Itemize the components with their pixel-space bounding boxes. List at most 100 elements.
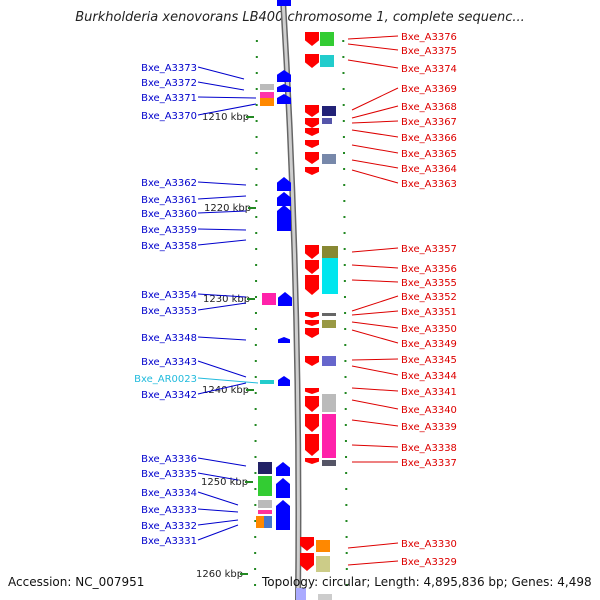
gene-arrow-reverse xyxy=(305,434,319,456)
tick-dot xyxy=(345,456,348,458)
leader-line-left xyxy=(197,195,247,200)
gene-arrow-reverse xyxy=(305,128,319,136)
leader-line-left xyxy=(197,508,239,513)
gene-arrow-forward xyxy=(277,192,291,206)
tick-dot xyxy=(254,584,257,586)
scale-tick xyxy=(247,298,255,300)
tick-dot xyxy=(343,200,346,202)
leader-line-left xyxy=(197,103,257,116)
tick-dot xyxy=(255,152,258,154)
gene-arrow-reverse xyxy=(305,328,319,338)
tick-dot xyxy=(254,568,257,570)
gene-arrow-forward xyxy=(276,462,290,476)
tick-dot xyxy=(254,424,257,426)
leader-line-right xyxy=(347,35,399,40)
gene-label-left: Bxe_A3348 xyxy=(141,333,197,344)
leader-line-right xyxy=(351,310,399,316)
scale-label: 1260 kbp xyxy=(196,569,243,580)
gene-arrow-reverse xyxy=(305,118,319,128)
tick-dot xyxy=(343,248,346,250)
gene-label-right: Bxe_A3365 xyxy=(401,149,457,160)
tick-dot xyxy=(343,232,346,234)
leader-line-left xyxy=(197,472,239,481)
tick-dot xyxy=(255,248,258,250)
tick-dot xyxy=(255,40,258,42)
tick-dot xyxy=(255,216,258,218)
scale-tick xyxy=(246,116,254,118)
tick-dot xyxy=(254,472,257,474)
gene-block xyxy=(258,510,272,514)
tick-dot xyxy=(343,152,346,154)
gene-arrow-reverse xyxy=(305,54,319,68)
leader-line-left xyxy=(197,457,247,467)
gene-block xyxy=(322,154,336,164)
gene-arrow-reverse xyxy=(305,414,319,432)
leader-line-left xyxy=(197,293,247,298)
tick-dot xyxy=(254,328,257,330)
tick-dot xyxy=(345,584,348,586)
leader-line-right xyxy=(351,264,399,269)
leader-line-left xyxy=(197,377,259,384)
tick-dot xyxy=(255,104,258,106)
tick-dot xyxy=(254,552,257,554)
tick-dot xyxy=(254,392,257,394)
gene-label-left: Bxe_A3359 xyxy=(141,225,197,236)
gene-label-right: Bxe_A3344 xyxy=(401,371,457,382)
gene-arrow-reverse xyxy=(305,140,319,148)
tick-dot xyxy=(345,536,348,538)
gene-label-right: Bxe_A3341 xyxy=(401,387,457,398)
gene-block xyxy=(260,92,274,98)
tick-dot xyxy=(255,136,258,138)
gene-block xyxy=(260,98,274,106)
tick-dot xyxy=(342,88,345,90)
tick-dot xyxy=(343,184,346,186)
tick-dot xyxy=(255,280,258,282)
scale-tick xyxy=(245,481,253,483)
gene-label-right: Bxe_A3350 xyxy=(401,324,457,335)
tick-dot xyxy=(342,56,345,58)
gene-label-left: Bxe_A3333 xyxy=(141,505,197,516)
tick-dot xyxy=(255,72,258,74)
gene-label-left: Bxe_A3362 xyxy=(141,178,197,189)
gene-arrow-forward xyxy=(277,205,291,231)
gene-arrow-reverse xyxy=(300,553,314,571)
gene-label-right: Bxe_A3376 xyxy=(401,32,457,43)
tick-dot xyxy=(344,440,347,442)
leader-line-right xyxy=(351,365,399,376)
gene-block xyxy=(322,414,336,458)
gene-arrow-reverse xyxy=(305,396,319,412)
tick-dot xyxy=(254,488,257,490)
tick-dot xyxy=(255,296,258,298)
tick-dot xyxy=(343,280,346,282)
gene-arrow-reverse xyxy=(305,245,319,259)
leader-line-right xyxy=(351,444,399,448)
gene-arrow-forward xyxy=(277,84,291,92)
leader-line-left xyxy=(197,302,247,311)
gene-label-right: Bxe_A3339 xyxy=(401,422,457,433)
map-title: Burkholderia xenovorans LB400 chromosome… xyxy=(75,10,525,25)
gene-arrow-reverse xyxy=(305,388,319,394)
tick-dot xyxy=(254,344,257,346)
leader-line-right xyxy=(351,419,399,427)
gene-label-right: Bxe_A3351 xyxy=(401,307,457,318)
leader-line-right xyxy=(351,279,399,283)
gene-arrow-reverse xyxy=(305,167,319,175)
tick-dot xyxy=(254,456,257,458)
tick-dot xyxy=(344,408,347,410)
tick-dot xyxy=(345,552,348,554)
tick-dot xyxy=(255,264,258,266)
leader-line-right xyxy=(347,43,399,51)
gene-label-left: Bxe_A3331 xyxy=(141,536,197,547)
gene-arrow-reverse xyxy=(305,458,319,464)
tick-dot xyxy=(344,392,347,394)
scale-label: 1240 kbp xyxy=(202,385,249,396)
tick-dot xyxy=(342,120,345,122)
tick-dot xyxy=(342,40,345,42)
tick-dot xyxy=(255,232,258,234)
gene-block xyxy=(316,556,330,572)
gene-arrow-reverse xyxy=(305,105,319,117)
gene-block xyxy=(322,313,336,316)
gene-arrow-forward xyxy=(277,94,291,104)
